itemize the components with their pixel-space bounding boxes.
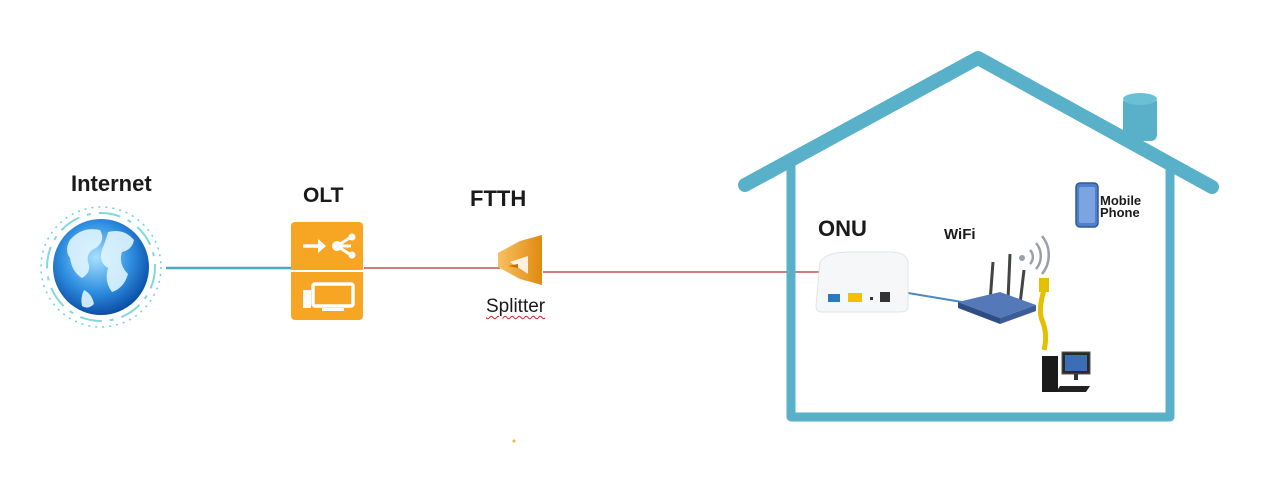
onu-icon bbox=[815, 251, 909, 313]
splitter-label: Splitter bbox=[486, 296, 546, 317]
internet-label: Internet bbox=[71, 171, 152, 196]
olt-icon bbox=[291, 222, 363, 320]
wifi-signal-icon bbox=[1019, 235, 1051, 275]
decorative-dot bbox=[512, 439, 516, 443]
onu-router-link bbox=[907, 292, 963, 303]
house-icon bbox=[738, 51, 1219, 422]
olt-label: OLT bbox=[303, 184, 344, 207]
ftth-label: FTTH bbox=[470, 186, 527, 211]
mobile-label-line1: Mobile bbox=[1100, 193, 1142, 208]
onu-label: ONU bbox=[818, 216, 867, 241]
mobile-phone-icon bbox=[1075, 182, 1099, 228]
ethernet-cable-icon bbox=[1037, 278, 1049, 351]
splitter-icon bbox=[498, 235, 542, 285]
router-icon bbox=[958, 253, 1036, 324]
mobile-label-line2: Phone bbox=[1100, 205, 1140, 220]
desktop-computer-icon bbox=[1042, 351, 1091, 392]
wifi-label: WiFi bbox=[944, 226, 976, 243]
globe-icon bbox=[40, 206, 162, 328]
mobile-phone-label: Mobile Phone bbox=[1100, 193, 1142, 220]
